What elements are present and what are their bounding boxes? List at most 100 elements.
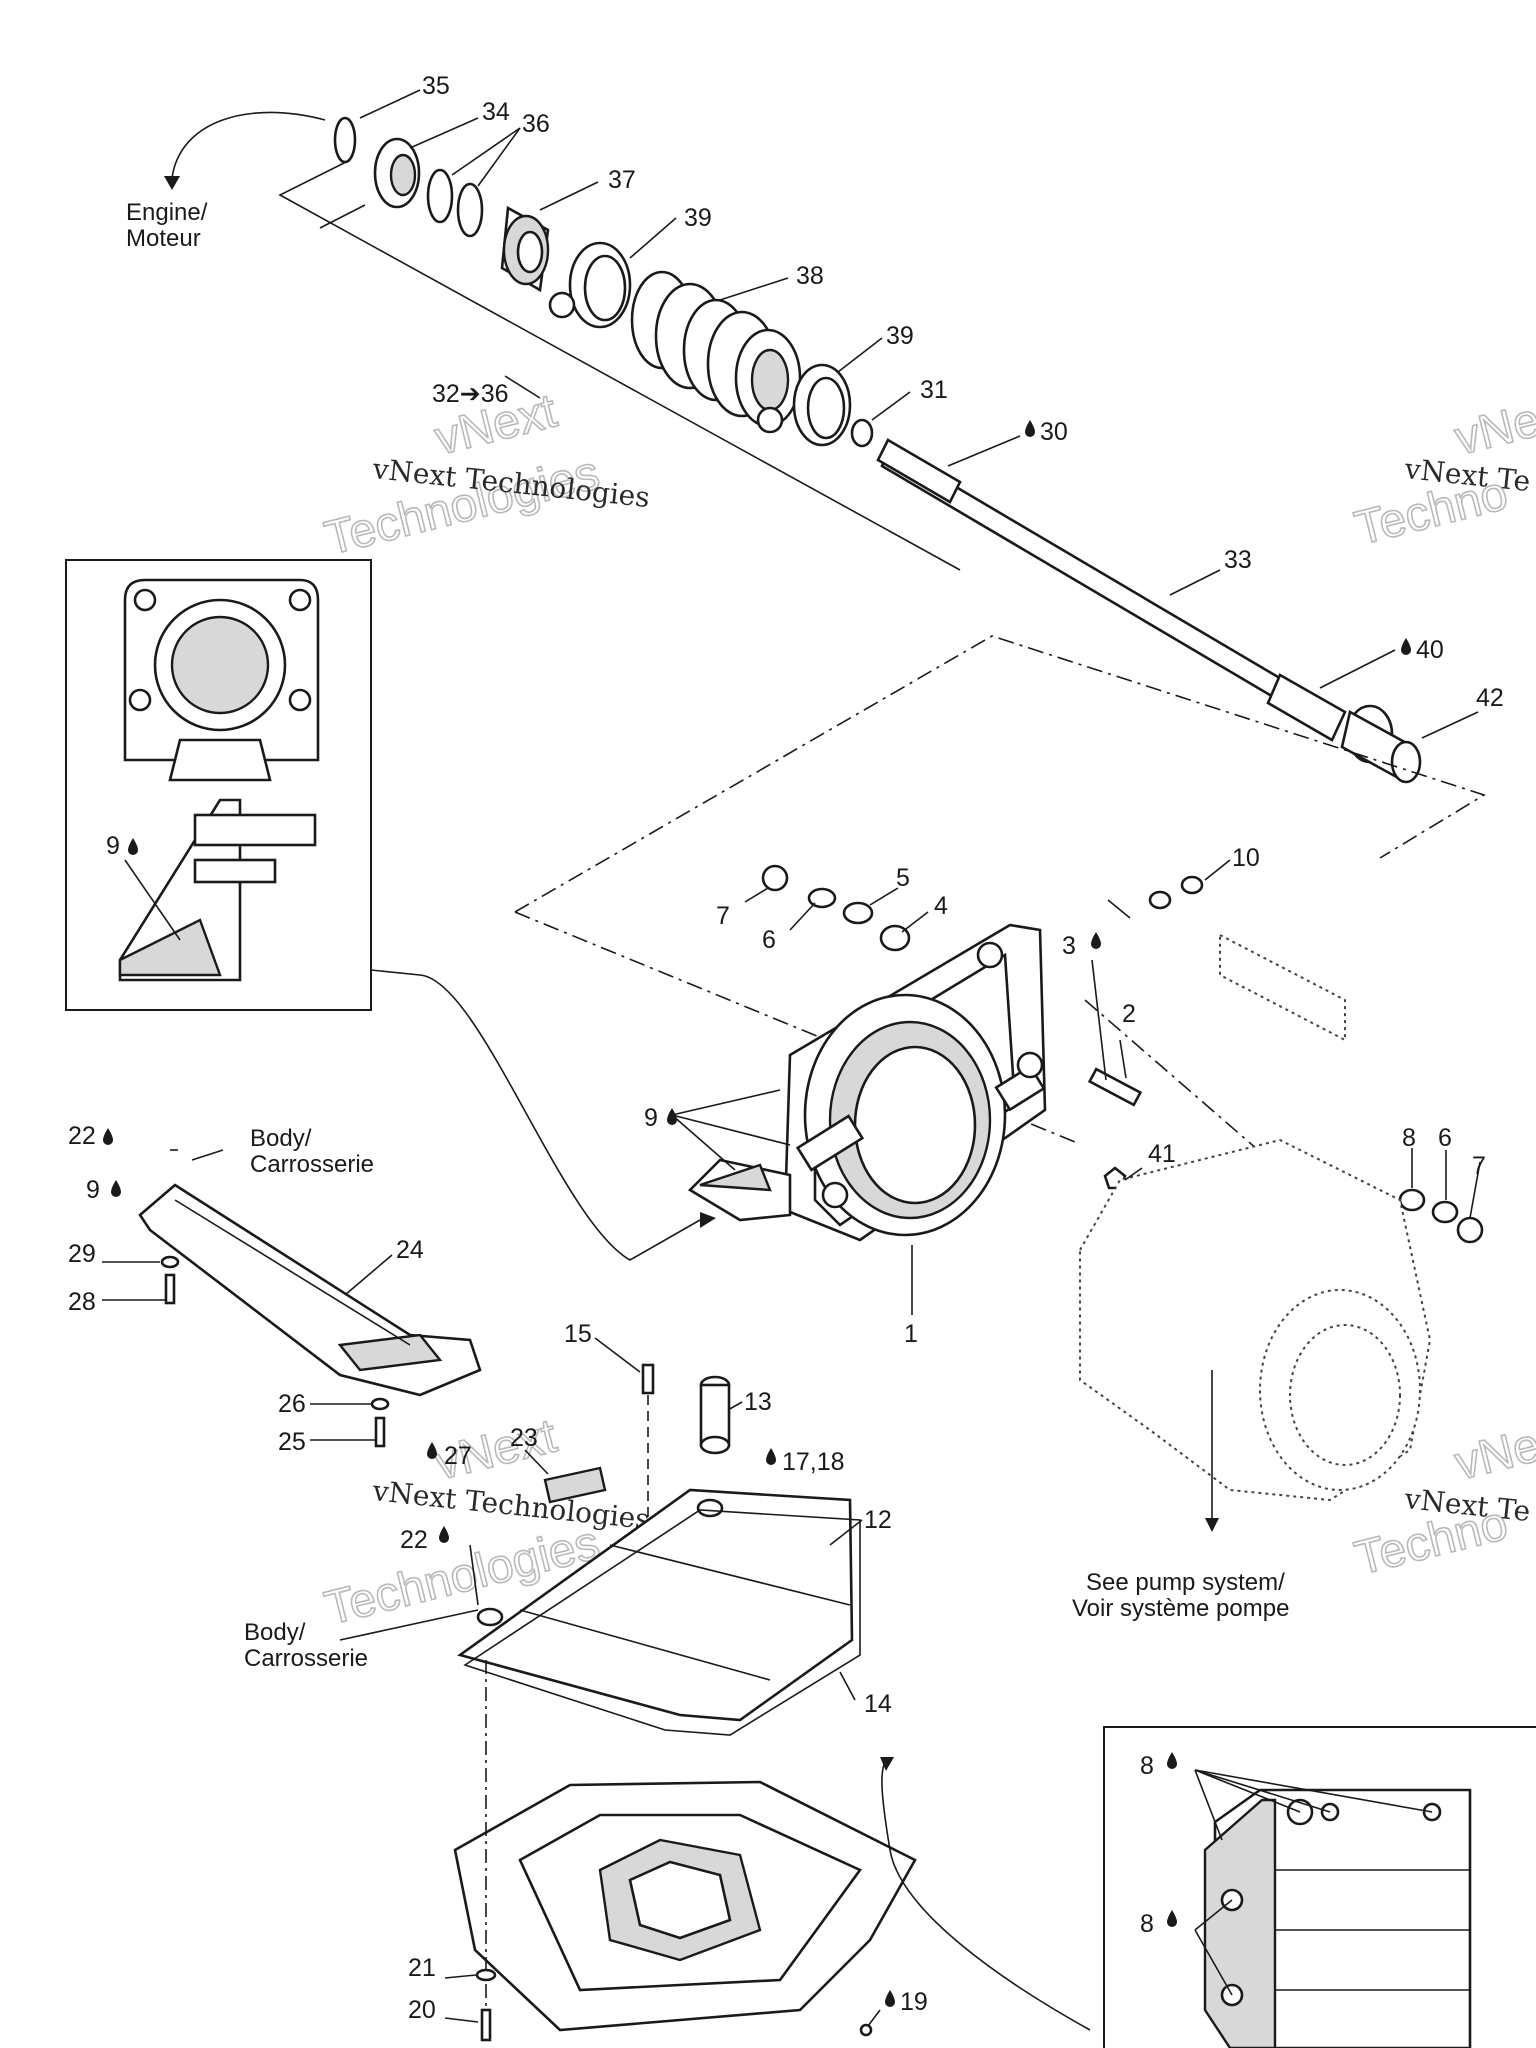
callout-6: 6	[762, 926, 776, 954]
nut-7b	[1456, 1216, 1484, 1244]
callout-35: 35	[422, 72, 450, 100]
callout-27: 27	[444, 1442, 472, 1470]
callout-39: 39	[684, 204, 712, 232]
callout-10: 10	[1232, 844, 1260, 872]
screw-25	[374, 1416, 386, 1448]
leader-lines	[102, 89, 1481, 2027]
callout-4: 4	[934, 892, 948, 920]
washer-6b	[1431, 1200, 1459, 1224]
callout-23: 23	[510, 1424, 538, 1452]
engine-note-line1: Engine/	[126, 199, 208, 226]
droplet-icon	[1167, 1910, 1177, 1927]
callout-9: 9	[106, 832, 120, 860]
plate-12	[457, 1466, 854, 1722]
inset-left-parts	[118, 578, 320, 982]
callout-9: 9	[644, 1104, 658, 1132]
boot-38	[630, 270, 802, 428]
callout-34: 34	[482, 98, 510, 126]
plug-19	[859, 2023, 873, 2037]
callout-6: 6	[1438, 1124, 1452, 1152]
callout-19: 19	[900, 1988, 928, 2016]
text-notes: Engine/ Moteur Body/ Carrosserie Body/ C…	[126, 199, 1289, 1672]
washer-6a	[807, 887, 837, 909]
callout-37: 37	[608, 166, 636, 194]
callout-28: 28	[68, 1288, 96, 1316]
callout-25: 25	[278, 1428, 306, 1456]
droplet-icon	[111, 1180, 121, 1197]
callout-22: 22	[68, 1122, 96, 1150]
engine-note-line2: Moteur	[126, 225, 201, 252]
pad-23	[543, 1466, 607, 1504]
callout-24: 24	[396, 1236, 424, 1264]
callout-1: 1	[904, 1320, 918, 1348]
watermark-outline-5: vNe	[1450, 394, 1536, 466]
o-ring-36b	[456, 182, 484, 238]
callout-labels: 35 34 36 37 39 38 39 31 30 32➔36 33 40 4…	[68, 72, 1504, 2024]
callout-31: 31	[920, 376, 948, 404]
callout-8: 8	[1140, 1752, 1154, 1780]
ring-35	[333, 116, 357, 164]
bracket-24	[138, 1183, 482, 1448]
ring-31	[850, 418, 874, 448]
callout-7: 7	[716, 902, 730, 930]
body-note-1-line2: Carrosserie	[250, 1151, 374, 1178]
screw-20	[480, 2008, 492, 2042]
callout-22: 22	[400, 1526, 428, 1554]
inset-left-leader	[370, 969, 701, 1261]
engine-arrowhead	[164, 176, 180, 190]
washer-8a	[1398, 1188, 1426, 1212]
washer-10	[1180, 875, 1204, 895]
droplet-icon	[1025, 420, 1035, 437]
callout-20: 20	[408, 1996, 436, 2024]
callout-8: 8	[1140, 1910, 1154, 1938]
washer-26	[370, 1397, 390, 1411]
pump-support-1	[687, 923, 1047, 1242]
callout-30: 30	[1040, 418, 1068, 446]
callout-8: 8	[1402, 1124, 1416, 1152]
assembly-outline-top	[514, 635, 1486, 913]
droplet-icon	[1091, 932, 1101, 949]
drive-shaft-assembly	[333, 116, 1422, 784]
callout-41: 41	[1148, 1140, 1176, 1168]
droplet-icon	[667, 1108, 677, 1125]
droplet-icon	[1167, 1752, 1177, 1769]
hardware-stack	[761, 864, 1484, 1244]
inset-right-parts	[1203, 1788, 1472, 2048]
engine-arrow	[171, 111, 326, 179]
callout-5: 5	[896, 864, 910, 892]
callout-39: 39	[886, 322, 914, 350]
fitting-13	[699, 1375, 731, 1455]
droplet-icon	[766, 1448, 776, 1465]
watermark-outline-7: vNe	[1450, 1419, 1536, 1491]
washer-5	[842, 901, 874, 925]
callout-17-18: 17,18	[782, 1448, 845, 1476]
droplet-icon	[103, 1128, 113, 1145]
droplet-icon	[1401, 638, 1411, 655]
droplet-icons	[103, 420, 1411, 2007]
screw-28	[164, 1273, 176, 1305]
droplet-icon	[128, 838, 138, 855]
splined-end-40	[1266, 673, 1347, 742]
callout-2: 2	[1122, 1000, 1136, 1028]
callout-3: 3	[1062, 932, 1076, 960]
inset-right-leader	[881, 1759, 1091, 2031]
callout-26: 26	[278, 1390, 306, 1418]
callout-12: 12	[864, 1506, 892, 1534]
callout-29: 29	[68, 1240, 96, 1268]
callout-40: 40	[1416, 636, 1444, 664]
body-note-2-line1: Body/	[244, 1619, 306, 1646]
pump-note-line1: See pump system/	[1086, 1569, 1285, 1596]
o-ring-36a	[426, 168, 454, 224]
ghost-cylinder	[1219, 933, 1346, 1042]
callout-36: 36	[522, 110, 550, 138]
nut-7a	[761, 864, 789, 892]
body-note-2-line2: Carrosserie	[244, 1645, 368, 1672]
top-group-frame	[278, 159, 961, 571]
screw-15	[641, 1363, 655, 1395]
callout-9: 9	[86, 1176, 100, 1204]
callout-38: 38	[796, 262, 824, 290]
callout-13: 13	[744, 1388, 772, 1416]
washer-21	[475, 1968, 497, 1982]
callout-7: 7	[1472, 1152, 1486, 1180]
